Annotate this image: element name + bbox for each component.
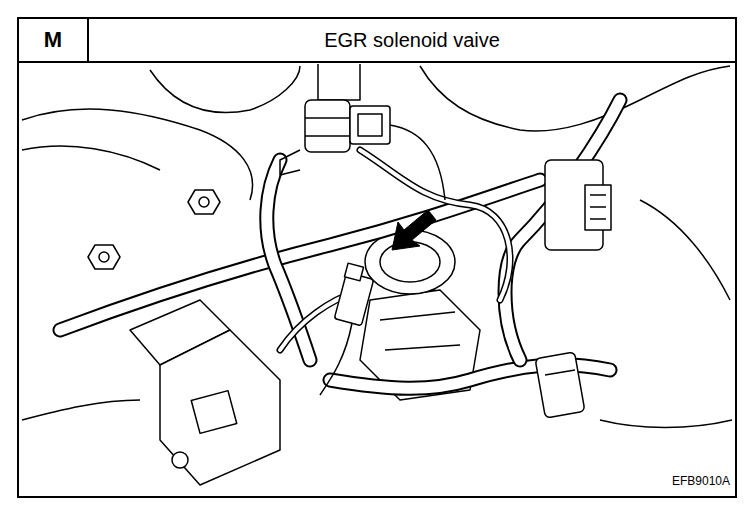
pointer-arrow xyxy=(392,210,436,250)
figure-code: EFB9010A xyxy=(632,472,730,490)
lower-right-connector xyxy=(535,352,585,418)
small-connector xyxy=(320,263,374,395)
title: EGR solenoid vaive xyxy=(89,19,735,61)
header-rule xyxy=(18,61,736,63)
right-connector xyxy=(545,160,611,250)
section-letter: M xyxy=(19,19,87,61)
hoses xyxy=(60,100,620,388)
header-divider xyxy=(87,18,89,62)
lower-left-sensor xyxy=(130,300,280,485)
egr-solenoid-valve xyxy=(280,64,445,200)
frame xyxy=(18,18,736,497)
background-parts xyxy=(22,66,732,428)
